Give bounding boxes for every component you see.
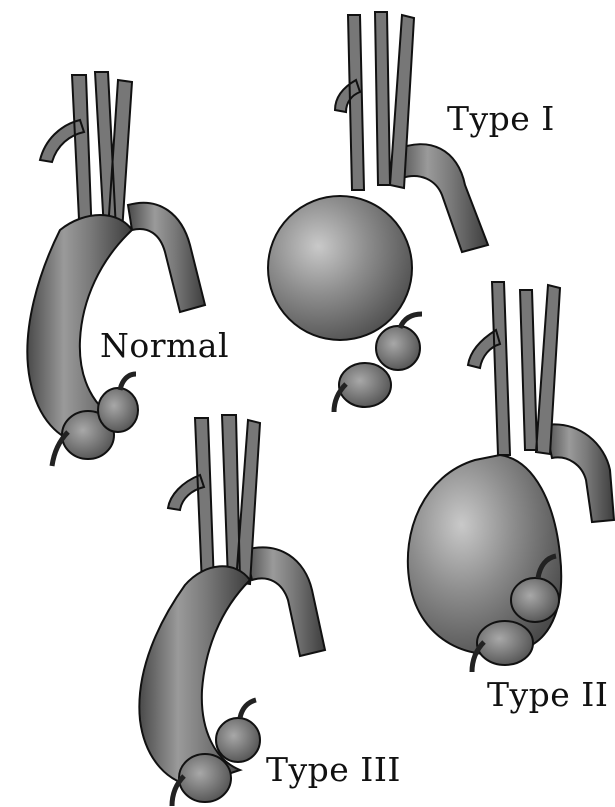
descending-aorta	[545, 424, 614, 522]
coronary-vessel	[120, 374, 136, 390]
branch-vessels	[40, 72, 132, 240]
aneurysm-bulge	[268, 196, 412, 340]
aneurysm-bulge	[408, 455, 561, 654]
coronary-vessel	[400, 314, 422, 328]
label-normal: Normal	[100, 326, 229, 365]
aorta-normal	[27, 72, 205, 466]
aorta-type-2	[408, 282, 614, 672]
aortic-root-lobe	[179, 754, 231, 802]
aortic-root-lobe	[98, 388, 138, 432]
aortic-root-lobe	[376, 326, 420, 370]
branch-vessels	[168, 415, 260, 585]
branch-vessels	[335, 12, 414, 190]
label-type-2: Type II	[487, 675, 608, 714]
descending-aorta	[245, 547, 325, 656]
aortic-root-lobe	[216, 718, 260, 762]
coronary-vessel	[240, 700, 256, 718]
aortic-root-lobe	[511, 578, 559, 622]
aortic-root-lobe	[477, 621, 533, 665]
aorta-type-3	[139, 415, 325, 806]
descending-aorta	[395, 144, 488, 252]
label-type-3: Type III	[266, 750, 401, 789]
label-type-1: Type I	[447, 99, 555, 138]
branch-vessels	[468, 282, 560, 455]
descending-aorta	[128, 203, 205, 312]
aorta-type-1	[268, 12, 488, 412]
